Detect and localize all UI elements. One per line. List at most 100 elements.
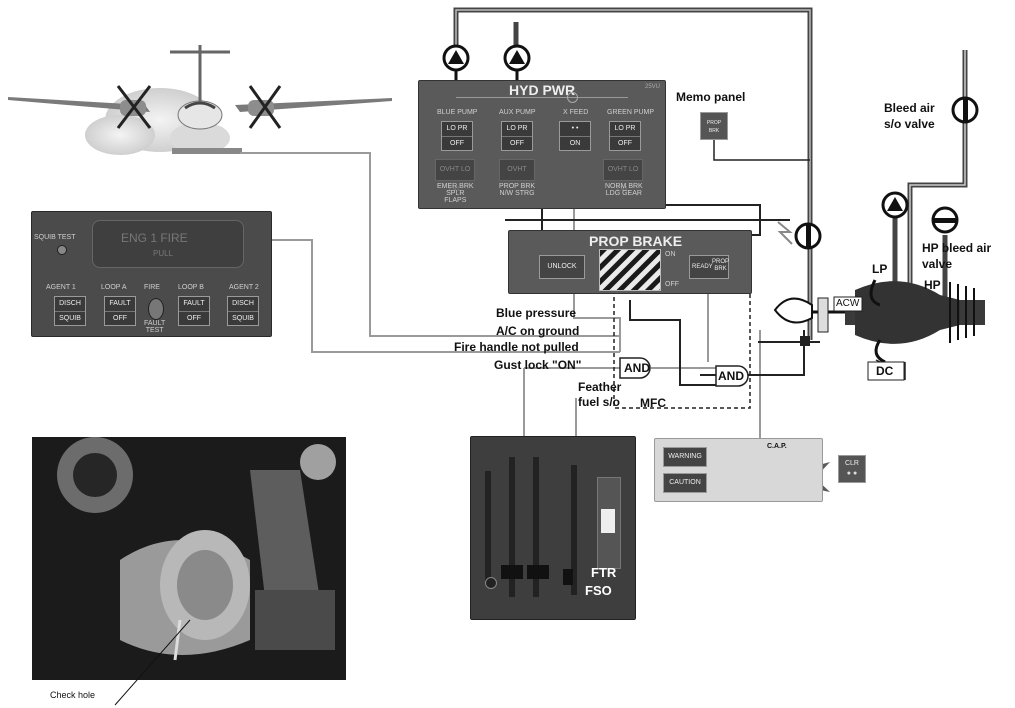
unlock-indicator: UNLOCK xyxy=(539,255,585,279)
agent-2-pushbutton[interactable]: DISCH SQUIB xyxy=(227,296,259,326)
condition-lever[interactable] xyxy=(563,569,573,585)
bleed-air-so-valve-label: Bleed air s/o valve xyxy=(884,101,935,131)
green-pump-pushbutton[interactable]: LO PR OFF xyxy=(609,121,641,151)
prop-brake-panel: PROP BRAKE UNLOCK ON OFF READY PROP BRK xyxy=(508,230,752,294)
memo-prop-brk-button[interactable]: PROP BRK xyxy=(700,112,728,140)
agent-2-disch-text: DISCH xyxy=(228,297,258,312)
prop-brake-title: PROP BRAKE xyxy=(589,233,683,249)
aux-pump-label: AUX PUMP xyxy=(499,109,536,116)
prop-brake-on-label: ON xyxy=(665,251,676,258)
aux-pump-off-text: OFF xyxy=(510,140,524,147)
x-feed-pushbutton[interactable]: • •ON xyxy=(559,121,591,151)
blue-pump-lo-pr-text: LO PR xyxy=(442,122,472,137)
blue-lo-lvl-text: LO LVL xyxy=(449,166,471,193)
green-pump-label: GREEN PUMP xyxy=(607,109,655,116)
green-lo-lvl-text: LO LVL xyxy=(617,166,639,193)
loop-a-fault-text: FAULT xyxy=(105,297,135,312)
blue-pump-label: BLUE PUMP xyxy=(437,109,478,116)
clr-button[interactable]: CLR ● ● xyxy=(838,455,866,483)
bleed-pump-icon xyxy=(881,191,909,219)
bleed-air-shutoff-valve-icon xyxy=(951,96,979,124)
loop-b-fault-text: FAULT xyxy=(179,297,209,312)
memo-panel-label: Memo panel xyxy=(676,90,746,104)
prop-brake-valve-icon xyxy=(777,221,822,250)
and-gate-left-label: AND xyxy=(624,361,650,375)
x-feed-label: X FEED xyxy=(563,109,589,116)
hp-bleed-air-valve-label: HP bleed air valve xyxy=(922,241,992,271)
prop-brk-text: PROP BRK xyxy=(712,259,730,272)
blue-caption: EMER BRK SPLR FLAPS xyxy=(437,183,474,204)
aux-pump-lo-pr-text: LO PR xyxy=(502,122,532,137)
loop-b-label: LOOP B xyxy=(178,284,204,291)
aux-pump-pushbutton[interactable]: LO PR OFF xyxy=(501,121,533,151)
and-gate-right xyxy=(715,365,749,387)
fso-label: FSO xyxy=(585,583,612,598)
engine-core-icon xyxy=(773,279,985,380)
ready-text: READY xyxy=(692,264,713,270)
cap-panel: WARNING CAUTION C.A.P. xyxy=(654,438,823,502)
and-gate-left xyxy=(619,357,651,379)
green-pump-lo-pr-text: LO PR xyxy=(610,122,640,137)
aux-caption: PROP BRK N/W STRG xyxy=(499,183,536,197)
agent-2-label: AGENT 2 xyxy=(229,284,259,291)
clr-text: CLR xyxy=(844,460,859,467)
hyd-pwr-code: 25VU xyxy=(645,84,661,90)
hp-label: HP xyxy=(924,278,941,292)
ac-on-ground-label: A/C on ground xyxy=(496,324,580,338)
squib-test-label: SQUIB TEST xyxy=(34,234,76,241)
aux-ovht-indicator: OVHT xyxy=(499,159,535,181)
lp-label: LP xyxy=(872,262,888,276)
engine-photo xyxy=(32,437,346,706)
prop-brake-switch-guard[interactable] xyxy=(599,249,661,291)
gust-lock-on-label: Gust lock "ON" xyxy=(494,358,582,372)
cap-label: C.A.P. xyxy=(767,443,787,450)
ready-prop-brk-indicator: READY PROP BRK xyxy=(689,255,729,279)
agent-1-disch-text: DISCH xyxy=(55,297,85,312)
loop-a-off-text: OFF xyxy=(113,315,127,322)
fire-handle-not-pulled-label: Fire handle not pulled xyxy=(454,340,579,354)
ftr-label: FTR xyxy=(591,565,617,580)
mfc-dashed-box xyxy=(613,289,751,409)
eng-fire-handle-sub: PULL xyxy=(153,249,174,258)
caution-indicator[interactable]: CAUTION xyxy=(663,473,707,493)
hydraulic-pump-icon xyxy=(442,44,531,72)
loop-a-label: LOOP A xyxy=(101,284,127,291)
power-lever-2[interactable] xyxy=(527,565,549,579)
blue-pump-pushbutton[interactable]: LO PR OFF xyxy=(441,121,473,151)
hyd-pwr-panel: HYD PWR 25VU BLUE PUMP AUX PUMP X FEED G… xyxy=(418,80,666,209)
hyd-pwr-title: HYD PWR xyxy=(509,82,576,98)
condition-lever-2[interactable] xyxy=(601,509,615,533)
check-hole-label: Check hole xyxy=(50,690,96,700)
fire-label: FIRE xyxy=(144,284,160,291)
eng-fire-handle-title: ENG 1 FIRE xyxy=(121,231,188,245)
green-pump-off-text: OFF xyxy=(618,140,632,147)
engine-control-panel: FTR FSO xyxy=(470,436,636,620)
acw-label: ACW xyxy=(836,298,860,309)
aux-ovht-text: OVHT xyxy=(507,166,527,173)
agent-2-squib-text: SQUIB xyxy=(232,315,254,322)
green-caption: NORM BRK LDG GEAR xyxy=(605,183,643,197)
blue-pump-off-text: OFF xyxy=(450,140,464,147)
dc-label: DC xyxy=(876,364,894,378)
prop-brake-off-label: OFF xyxy=(665,281,679,288)
warning-indicator[interactable]: WARNING xyxy=(663,447,707,467)
green-ovht-lo-lvl-indicator: OVHT LO LVL xyxy=(603,159,643,193)
power-lever-1[interactable] xyxy=(501,565,523,579)
engine-fire-panel: ENG 1 FIRE PULL SQUIB TEST AGENT 1 LOOP … xyxy=(31,211,272,337)
mfc-label: MFC xyxy=(640,396,666,410)
clr-dots: ● ● xyxy=(846,470,858,477)
squib-test-button[interactable] xyxy=(57,245,67,255)
and-gate-right-label: AND xyxy=(718,369,744,383)
eng-fire-handle[interactable]: ENG 1 FIRE PULL xyxy=(92,220,244,268)
loop-b-off-text: OFF xyxy=(187,315,201,322)
aircraft-illustration xyxy=(8,45,392,155)
feather-fuel-so-label: Feather fuel s/o xyxy=(578,380,622,409)
fault-test-switch[interactable] xyxy=(148,298,164,320)
hp-bleed-air-valve-icon xyxy=(931,206,959,234)
loop-b-pushbutton[interactable]: FAULT OFF xyxy=(178,296,210,326)
fault-test-label: FAULT TEST xyxy=(144,320,166,334)
green-ovht-text: OVHT xyxy=(607,166,628,173)
loop-a-pushbutton[interactable]: FAULT OFF xyxy=(104,296,136,326)
x-feed-on-text: ON xyxy=(569,140,581,147)
